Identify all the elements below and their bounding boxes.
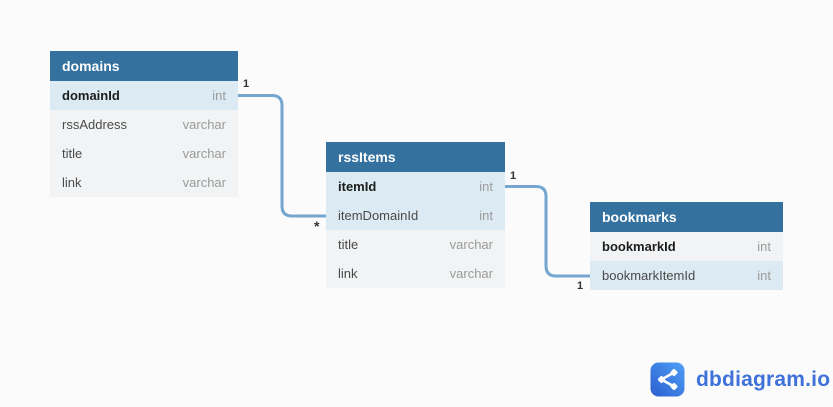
field-type: varchar bbox=[182, 146, 226, 161]
table-rssitems-title: rssItems bbox=[338, 149, 396, 165]
cardinality-label-domains-one: 1 bbox=[243, 78, 250, 90]
field-row-itemdomainid[interactable]: itemDomainId int bbox=[326, 201, 505, 230]
table-bookmarks-title: bookmarks bbox=[602, 209, 677, 225]
table-domains-title: domains bbox=[62, 58, 120, 74]
field-row-itemid[interactable]: itemId int bbox=[326, 172, 505, 201]
field-type: varchar bbox=[449, 266, 493, 281]
cardinality-label-bookmarks-one: 1 bbox=[577, 280, 584, 292]
field-row-link[interactable]: link varchar bbox=[50, 168, 238, 197]
field-name: rssAddress bbox=[62, 117, 128, 132]
field-row-bookmarkid[interactable]: bookmarkId int bbox=[590, 232, 783, 261]
field-name: domainId bbox=[62, 88, 120, 103]
field-name: itemDomainId bbox=[338, 208, 419, 223]
table-domains[interactable]: domains domainId int rssAddress varchar … bbox=[50, 51, 238, 197]
field-name: itemId bbox=[338, 179, 377, 194]
field-name: title bbox=[62, 146, 83, 161]
field-row-title[interactable]: title varchar bbox=[50, 139, 238, 168]
table-rssitems[interactable]: rssItems itemId int itemDomainId int tit… bbox=[326, 142, 505, 288]
table-bookmarks-header[interactable]: bookmarks bbox=[590, 202, 783, 232]
field-name: link bbox=[62, 175, 82, 190]
dbdiagram-logo-link[interactable]: dbdiagram.io bbox=[650, 362, 830, 397]
field-name: bookmarkId bbox=[602, 239, 676, 254]
field-row-bookmarkitemid[interactable]: bookmarkItemId int bbox=[590, 261, 783, 290]
dbdiagram-logo-icon bbox=[650, 362, 685, 397]
field-row-link[interactable]: link varchar bbox=[326, 259, 505, 288]
table-rssitems-header[interactable]: rssItems bbox=[326, 142, 505, 172]
field-row-domainid[interactable]: domainId int bbox=[50, 81, 238, 110]
field-name: title bbox=[338, 237, 359, 252]
connector-domains-rssitems[interactable] bbox=[238, 94, 326, 218]
table-domains-header[interactable]: domains bbox=[50, 51, 238, 81]
cardinality-label-rssitems-one: 1 bbox=[510, 170, 517, 182]
field-row-title[interactable]: title varchar bbox=[326, 230, 505, 259]
field-type: varchar bbox=[449, 237, 493, 252]
field-type: varchar bbox=[182, 175, 226, 190]
field-type: int bbox=[212, 88, 226, 103]
connector-rssitems-bookmarks[interactable] bbox=[505, 185, 590, 278]
cardinality-label-rssitems-many: * bbox=[314, 218, 320, 234]
field-type: int bbox=[757, 239, 771, 254]
field-type: varchar bbox=[182, 117, 226, 132]
field-type: int bbox=[757, 268, 771, 283]
field-type: int bbox=[479, 179, 493, 194]
dbdiagram-logo-text: dbdiagram.io bbox=[696, 367, 831, 391]
field-name: link bbox=[338, 266, 358, 281]
field-type: int bbox=[479, 208, 493, 223]
field-name: bookmarkItemId bbox=[602, 268, 696, 283]
field-row-rssaddress[interactable]: rssAddress varchar bbox=[50, 110, 238, 139]
table-bookmarks[interactable]: bookmarks bookmarkId int bookmarkItemId … bbox=[590, 202, 783, 290]
